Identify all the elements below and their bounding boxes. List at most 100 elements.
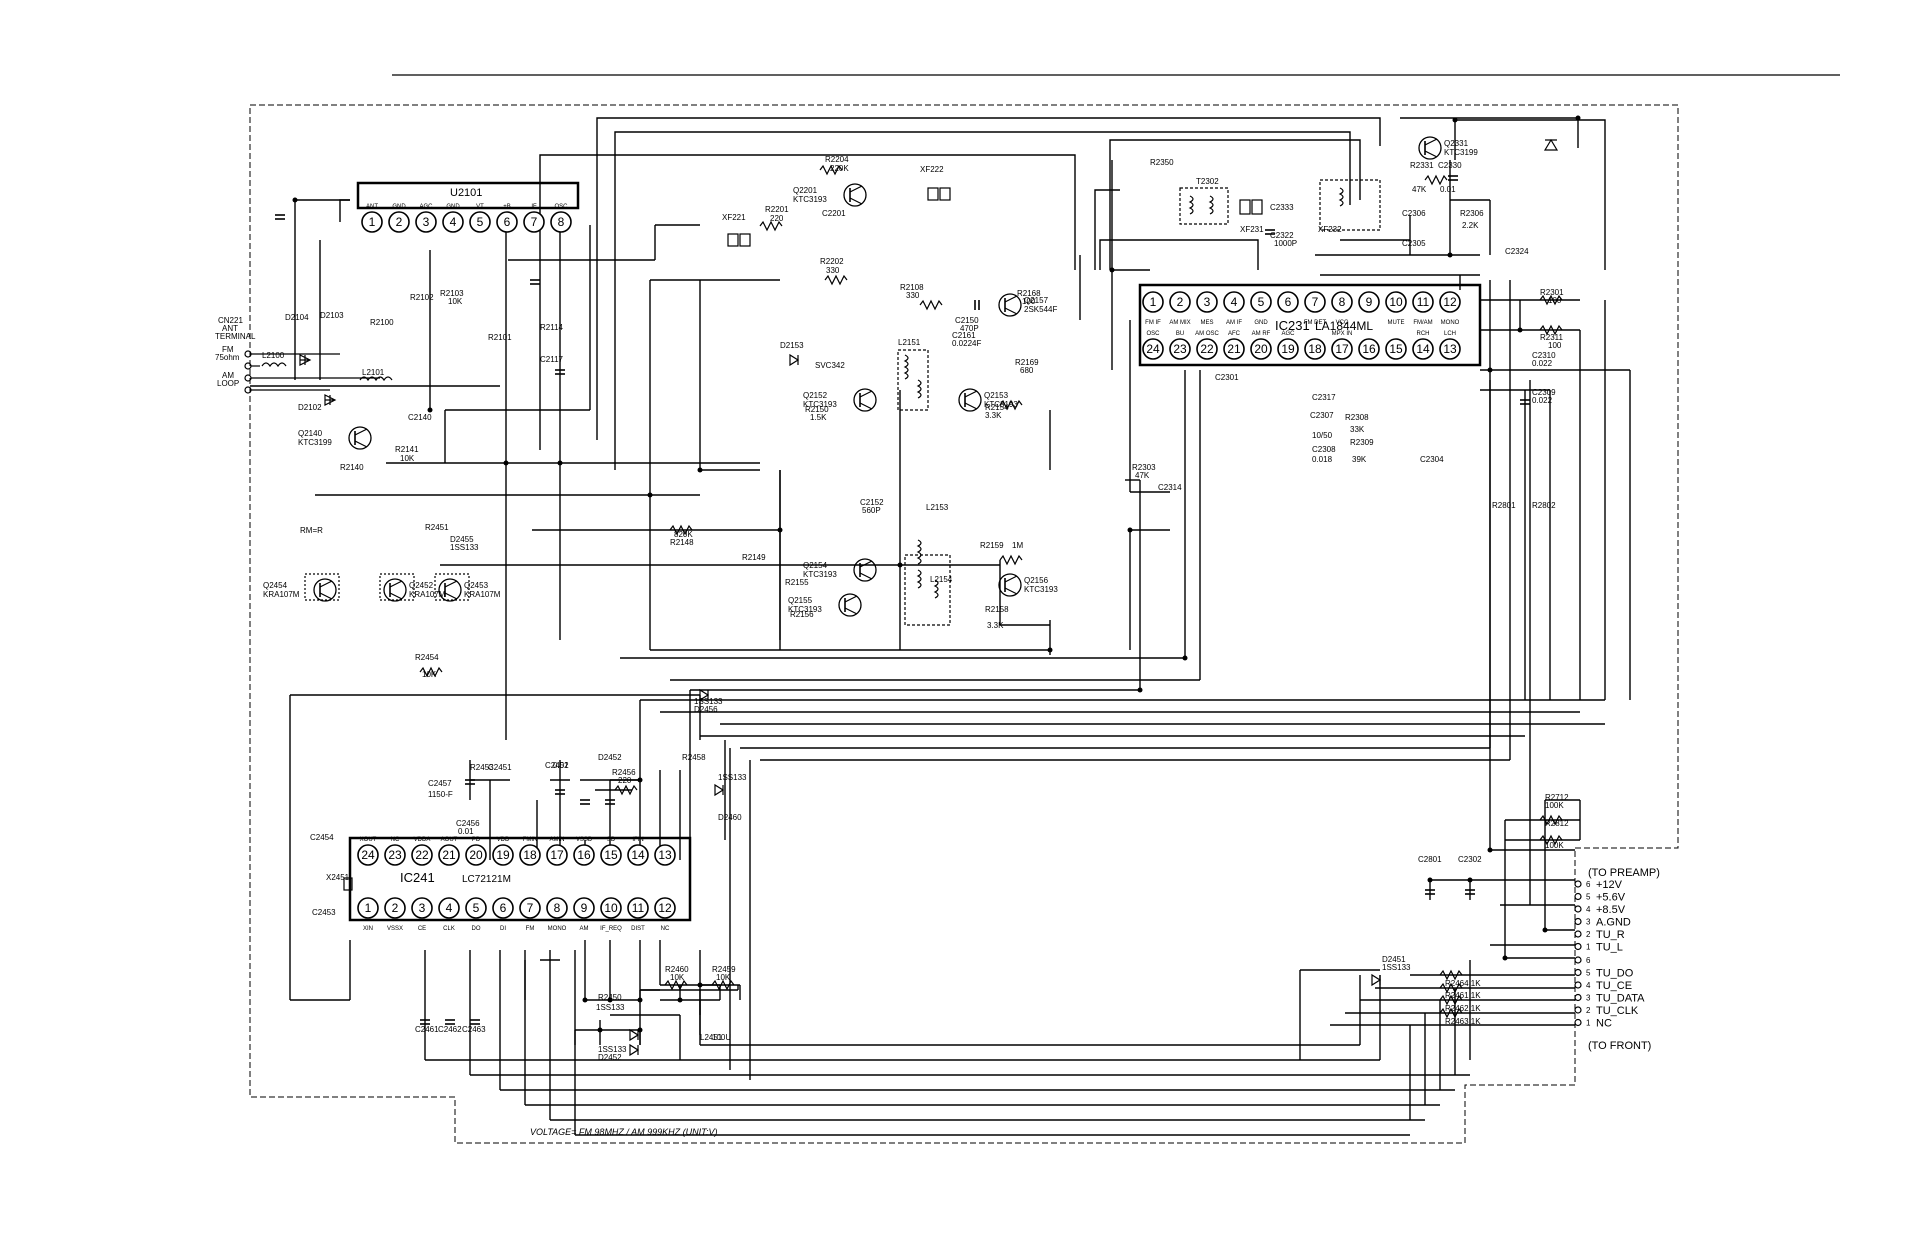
pin-circle (1223, 338, 1245, 360)
label-r2114: R2114 (540, 323, 564, 332)
pin-label: VDDA (414, 837, 431, 843)
pin-circle (1304, 291, 1326, 313)
label-c2454: C2454 (310, 833, 334, 842)
transistor-emitter (844, 607, 858, 615)
pin-number: 13 (1443, 342, 1457, 356)
label-r2150: R2150 (805, 405, 829, 414)
ic231-ref: IC231 (1275, 318, 1310, 333)
pin-label: AM (580, 926, 589, 932)
pin-circle (1331, 338, 1353, 360)
label-r2451: R2451 (425, 523, 449, 532)
connector-pin-number: 6 (1586, 956, 1591, 965)
pin-number: 10 (604, 901, 618, 915)
transistor-emitter (849, 197, 863, 205)
pin-number: 4 (1231, 295, 1238, 309)
label-r2103v: 10K (448, 297, 463, 306)
pin-circle (1142, 291, 1164, 313)
part-labels: XF221 XF222 XF231 XF232 T2302 R2204 220K… (262, 155, 1569, 1137)
pin-circle (496, 211, 518, 233)
label-r2202: R2202 (820, 257, 844, 266)
pin-label: PD (472, 837, 481, 843)
label-c2461: C2461 (415, 1025, 439, 1034)
pin-number: 7 (531, 215, 538, 229)
am-label: AM (222, 371, 234, 380)
label-r2458: R2458 (682, 753, 706, 762)
label-l2100: L2100 (262, 351, 285, 360)
connector-pin-number: 4 (1586, 981, 1591, 990)
label-c2161v: 0.0224F (952, 339, 981, 348)
transistor-part: KTC3193 (803, 570, 837, 579)
transistor-part: KTC3193 (793, 195, 827, 204)
label-r2103: R2103 (440, 289, 464, 298)
label-c2801: C2801 (1418, 855, 1442, 864)
pin-circle (627, 897, 649, 919)
preamp-note: (TO PREAMP) (1588, 867, 1660, 879)
label-r2303: R2303 (1132, 463, 1156, 472)
label-r2169v: 680 (1020, 366, 1034, 375)
connector-pin-number: 2 (1586, 1006, 1591, 1015)
label-r2462: R2462 1K (1445, 1004, 1481, 1013)
pin-number: 6 (504, 215, 511, 229)
transistor-body (383, 578, 407, 602)
pin-number: 21 (442, 848, 456, 862)
transistor-emitter (964, 402, 978, 410)
label-c2306: C2306 (1402, 209, 1426, 218)
transistor-part: KTC3193 (1024, 585, 1058, 594)
label-c2462: C2462 (438, 1025, 462, 1034)
pin-label: GND (1254, 320, 1268, 326)
label-c2305: C2305 (1402, 239, 1426, 248)
pin-number: 2 (392, 901, 399, 915)
transistor-part: KTC3193 (788, 605, 822, 614)
pin-circle (388, 211, 410, 233)
connector-pin (1574, 880, 1582, 888)
label-r2309: R2309 (1350, 438, 1374, 447)
label-c2456v: 0.01 (458, 827, 474, 836)
pin-number: 21 (1227, 342, 1241, 356)
pin-circle (492, 897, 514, 919)
transistor-ref: Q2156 (1024, 576, 1049, 585)
pin-label: BU (1176, 331, 1184, 337)
pin-circle (384, 897, 406, 919)
ic241-part: LC72121M (462, 874, 511, 885)
connector-signal: TU_R (1596, 929, 1625, 941)
label-r2454: R2454 (415, 653, 439, 662)
connector-signal: TU_DATA (1596, 993, 1645, 1005)
pin-label: VT (476, 204, 484, 210)
label-d2103: D2103 (320, 311, 344, 320)
pin-label: OSC (1146, 331, 1160, 337)
pin-label: FMIN (523, 837, 538, 843)
label-c2307: C2307 (1310, 411, 1334, 420)
transistor-part: KRA107M (464, 590, 501, 599)
label-xf232: XF232 (1318, 225, 1342, 234)
pin-number: 14 (631, 848, 645, 862)
label-d2102: D2102 (298, 403, 322, 412)
connector-pin (1574, 892, 1582, 901)
connector-pin-number: 6 (1586, 880, 1591, 889)
pin-label: FM/AM (1413, 320, 1432, 326)
pin-number: 20 (469, 848, 483, 862)
label-r2141: R2141 (395, 445, 419, 454)
pin-label: DI (500, 926, 506, 932)
transistor-collector (859, 560, 873, 568)
label-c2161: C2161 (952, 331, 976, 340)
label-r2712v: 100K (1545, 801, 1564, 810)
pin-circle (465, 844, 487, 866)
transistor-collector (444, 580, 458, 588)
label-c2140: C2140 (408, 413, 432, 422)
pin-circle (1196, 291, 1218, 313)
transistor-part: KTC3199 (1444, 148, 1478, 157)
fm-label: FM (222, 345, 234, 354)
label-c2309: C2309 (1532, 388, 1556, 397)
connector-pin-number: 5 (1586, 969, 1591, 978)
pin-label: AM MIX (1169, 320, 1190, 326)
label-d2450: 1SS133 (596, 1003, 625, 1012)
pin-number: 5 (1258, 295, 1265, 309)
pin-label: FM (526, 926, 535, 932)
label-c2302: C2302 (1458, 855, 1482, 864)
transistor-part: KRA107M (409, 590, 446, 599)
transistor-body (313, 578, 337, 602)
label-r2204: R2204 (825, 155, 849, 164)
pin-label: MONO (1441, 320, 1460, 326)
